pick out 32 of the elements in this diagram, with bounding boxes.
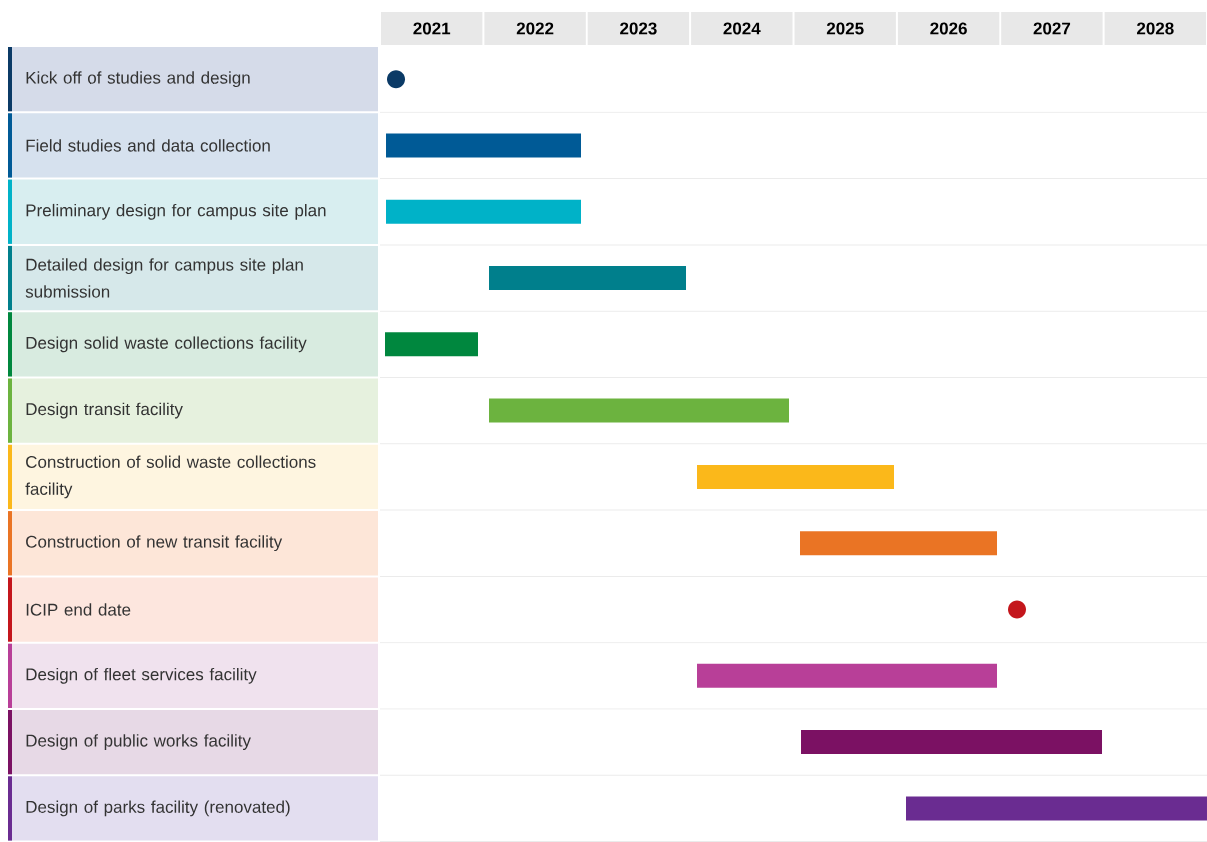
task-label-box: Detailed design for campus site plan submission [8, 245, 378, 311]
year-header-cell: 2022 [484, 12, 586, 45]
timeline-bar [906, 796, 1207, 821]
task-label-box: Design solid waste collections facility [8, 312, 378, 377]
timeline-bar [386, 133, 581, 158]
task-label-box: Kick off of studies and design [8, 47, 378, 112]
timeline-bar [801, 730, 1102, 755]
task-label-box: Design of public works facility [8, 710, 378, 775]
milestone-dot [1008, 600, 1026, 619]
year-header-cell: 2028 [1104, 12, 1206, 45]
timeline-bar [697, 464, 894, 489]
year-header-cell: 2026 [897, 12, 1000, 45]
year-header-cell: 2023 [587, 12, 690, 45]
year-header-cell: 2024 [691, 12, 793, 45]
timeline-bar [489, 398, 789, 423]
task-label-box: Field studies and data collection [8, 113, 378, 178]
milestone-dot [387, 70, 405, 89]
task-label-box: ICIP end date [8, 577, 378, 642]
task-label-box: Design of parks facility (renovated) [8, 776, 378, 841]
task-label-box: Construction of new transit facility [8, 511, 378, 576]
task-label-box: Design of fleet services facility [8, 643, 378, 708]
year-header-cell: 2027 [1001, 12, 1103, 45]
year-header-cell: 2025 [794, 12, 896, 45]
timeline-bar [385, 332, 478, 357]
timeline-bar [697, 663, 997, 688]
timeline-bar [489, 266, 686, 290]
timeline-bar [386, 199, 581, 224]
task-label-box: Construction of solid waste collections facility [8, 444, 378, 510]
year-header-cell: 2021 [381, 12, 483, 45]
task-label-box: Preliminary design for campus site plan [8, 179, 378, 244]
task-label-box: Design transit facility [8, 378, 378, 443]
timeline-bar [800, 531, 997, 556]
